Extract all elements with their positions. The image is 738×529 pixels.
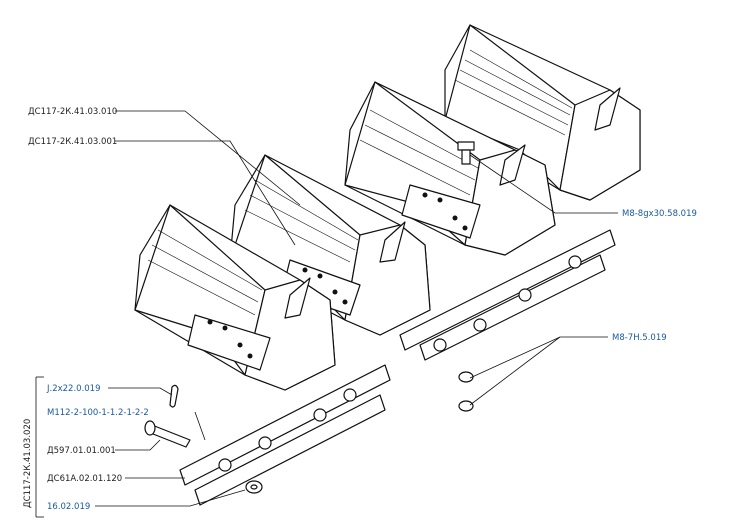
bucket-2 — [229, 154, 431, 336]
bucket-1 — [134, 204, 336, 391]
chain-upper — [399, 229, 616, 361]
bucket-4 — [444, 24, 641, 201]
label-assembly: ДС117-2К.41.03.020 — [23, 419, 33, 508]
label-right2: М8-7Н.5.019 — [612, 333, 667, 343]
label-right1: М8-8gх30.58.019 — [622, 209, 697, 219]
label-l3: Д597.01.01.001 — [47, 446, 116, 456]
chain-lower — [179, 364, 391, 506]
label-l5: 16.02.019 — [47, 502, 90, 512]
label-l4: ДС61А.02.01.120 — [47, 474, 122, 484]
bucket-3 — [344, 81, 556, 256]
small-parts — [144, 371, 474, 494]
label-top1: ДС117-2К.41.03.010 — [28, 107, 117, 117]
label-l1: J.2х22.0.019 — [46, 384, 101, 394]
label-top2: ДС117-2К.41.03.001 — [28, 137, 117, 147]
label-l2: М112-2-100-1-1.2-1-2-2 — [47, 408, 149, 418]
leader-lines — [35, 110, 618, 518]
